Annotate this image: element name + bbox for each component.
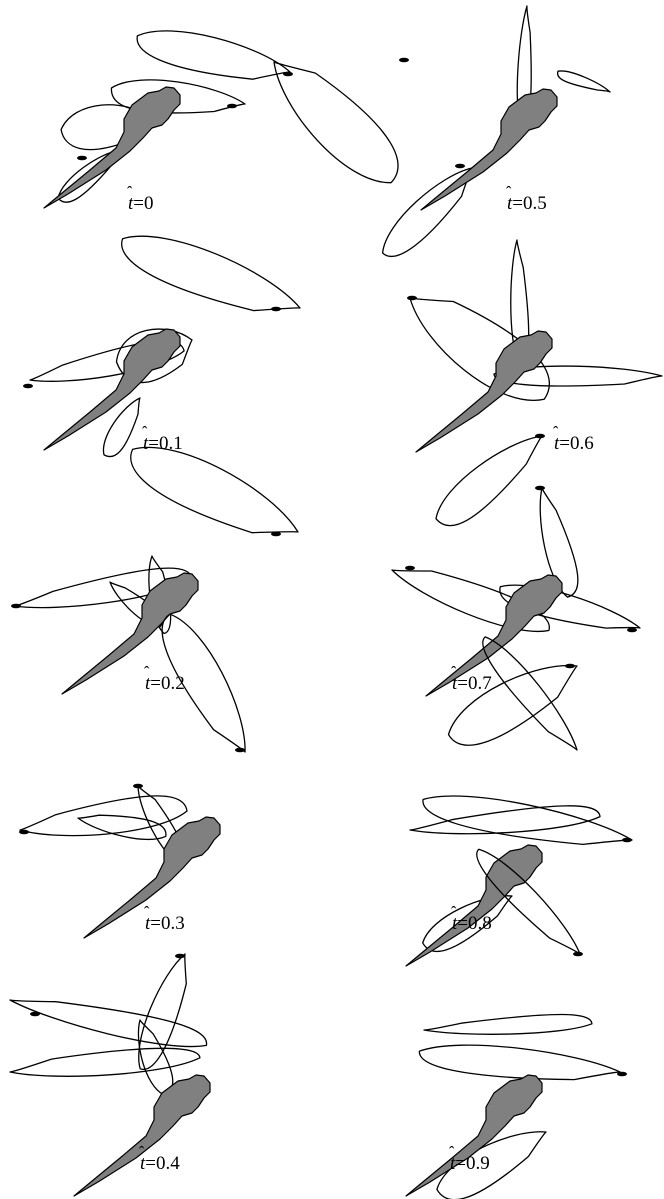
wing-tip-pterostigma xyxy=(535,434,545,439)
wing-tip-pterostigma xyxy=(30,1012,40,1017)
time-value: =0.9 xyxy=(455,1153,489,1174)
wing-tip-pterostigma xyxy=(455,164,465,169)
hat-accent: ˆ xyxy=(451,904,456,922)
wing-outline xyxy=(424,1015,592,1035)
wing-tip-pterostigma xyxy=(23,384,33,389)
wing-outline xyxy=(423,796,632,844)
hat-accent: ˆ xyxy=(506,184,511,202)
time-value: =0.7 xyxy=(457,673,491,694)
hat-accent: ˆ xyxy=(451,664,456,682)
wing-tip-pterostigma xyxy=(399,58,409,63)
wing-outline xyxy=(78,815,166,839)
wing-tip-pterostigma xyxy=(622,838,632,843)
wing-tip-pterostigma xyxy=(235,748,245,753)
wing-tip-pterostigma xyxy=(535,486,545,491)
wing-outline xyxy=(122,236,300,310)
time-value: =0.3 xyxy=(150,913,184,934)
time-symbol: ˆt xyxy=(143,433,148,455)
dragonfly-illustration xyxy=(332,480,664,719)
wing-outline xyxy=(10,1000,207,1047)
wing-tip-pterostigma xyxy=(271,307,281,312)
wing-tip-pterostigma xyxy=(617,1072,627,1077)
dragonfly-illustration xyxy=(332,720,664,959)
time-symbol: ˆt xyxy=(554,433,559,455)
dragonfly-illustration xyxy=(332,960,664,1199)
time-value: =0.1 xyxy=(148,433,182,454)
dragonfly-illustration xyxy=(0,0,332,239)
hat-accent: ˆ xyxy=(144,664,149,682)
dragonfly-body xyxy=(421,89,557,210)
dragonfly-body xyxy=(416,331,552,452)
hat-accent: ˆ xyxy=(142,424,147,442)
hat-accent: ˆ xyxy=(553,424,558,442)
time-value: =0 xyxy=(133,193,153,214)
wing-tip-pterostigma xyxy=(11,604,21,609)
wing-outline xyxy=(137,31,290,79)
time-value: =0.4 xyxy=(145,1153,179,1174)
time-caption: ˆt=0 xyxy=(128,193,154,219)
dragonfly-body xyxy=(426,575,562,696)
wing-tip-pterostigma xyxy=(77,156,87,161)
wing-tip-pterostigma xyxy=(227,104,237,109)
hat-accent: ˆ xyxy=(139,1144,144,1162)
wing-outline xyxy=(558,71,610,92)
wing-tip-pterostigma xyxy=(283,72,293,77)
wing-outline xyxy=(419,1045,620,1079)
hat-accent: ˆ xyxy=(127,184,132,202)
dragonfly-illustration xyxy=(332,0,664,239)
dragonfly-body xyxy=(44,329,180,450)
time-value: =0.6 xyxy=(559,433,593,454)
time-value: =0.5 xyxy=(512,193,546,214)
time-value: =0.2 xyxy=(150,673,184,694)
wing-tip-pterostigma xyxy=(565,664,575,669)
wing-tip-pterostigma xyxy=(573,952,583,957)
hat-accent: ˆ xyxy=(449,1144,454,1162)
wing-tip-pterostigma xyxy=(271,532,281,537)
wing-tip-pterostigma xyxy=(175,954,185,959)
wing-outline xyxy=(410,806,600,834)
wing-tip-pterostigma xyxy=(19,830,29,835)
hat-accent: ˆ xyxy=(144,904,149,922)
dragonfly-illustration xyxy=(332,240,664,479)
wing-outline xyxy=(138,1020,172,1095)
wing-tip-pterostigma xyxy=(627,628,637,633)
wing-tip-pterostigma xyxy=(405,566,415,571)
wing-tip-pterostigma xyxy=(133,784,143,789)
wing-tip-pterostigma xyxy=(407,296,417,301)
wingbeat-frame: ˆt=0.2 xyxy=(0,480,332,719)
time-value: =0.8 xyxy=(457,913,491,934)
